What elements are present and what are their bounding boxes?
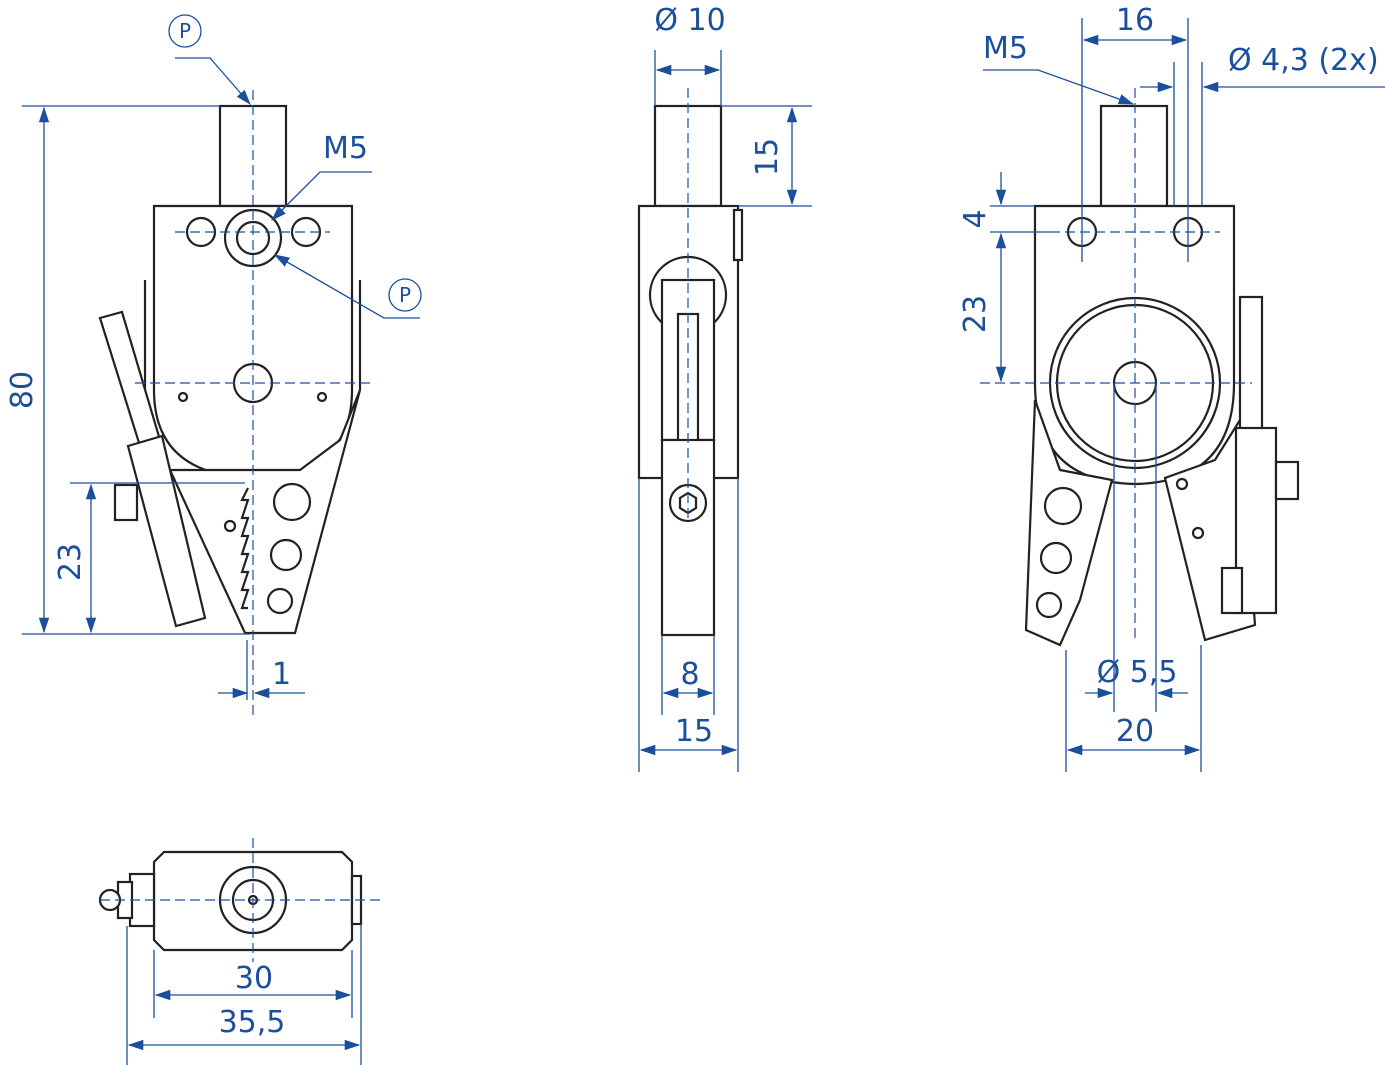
- dim-jaw-opening: 20: [1116, 714, 1154, 749]
- dim-pin-diameter: Ø 10: [654, 3, 725, 38]
- dim-hole-spacing: 16: [1116, 3, 1154, 38]
- side-view: Ø 10 15 8 15: [637, 3, 812, 772]
- thread-label-front: M5: [323, 131, 368, 166]
- dim-height-total: 80: [5, 371, 40, 409]
- rear-view: 16 Ø 4,3 (2x) M5 4 23 Ø 5,5 20: [958, 3, 1385, 772]
- thread-label-rear: M5: [983, 31, 1028, 66]
- dim-jaw-width: 8: [680, 657, 699, 692]
- dim-overall-length: 35,5: [219, 1005, 286, 1040]
- dim-pivot-height: 23: [958, 295, 993, 333]
- top-view: 30 35,5: [98, 838, 380, 1065]
- p-marker-right: P: [399, 283, 411, 307]
- dim-height-jaw: 23: [53, 543, 88, 581]
- front-view: 80 23 1 P M5 P: [5, 14, 422, 715]
- dim-body-length: 30: [235, 961, 273, 996]
- dim-pin-length: 15: [750, 138, 785, 176]
- p-marker-top: P: [179, 19, 191, 43]
- dim-hole-offset: 4: [958, 209, 993, 228]
- dim-pivot-diameter: Ø 5,5: [1097, 655, 1178, 690]
- dim-offset: 1: [272, 657, 291, 692]
- dim-hole-diameter: Ø 4,3 (2x): [1228, 43, 1379, 78]
- dim-body-width: 15: [675, 714, 713, 749]
